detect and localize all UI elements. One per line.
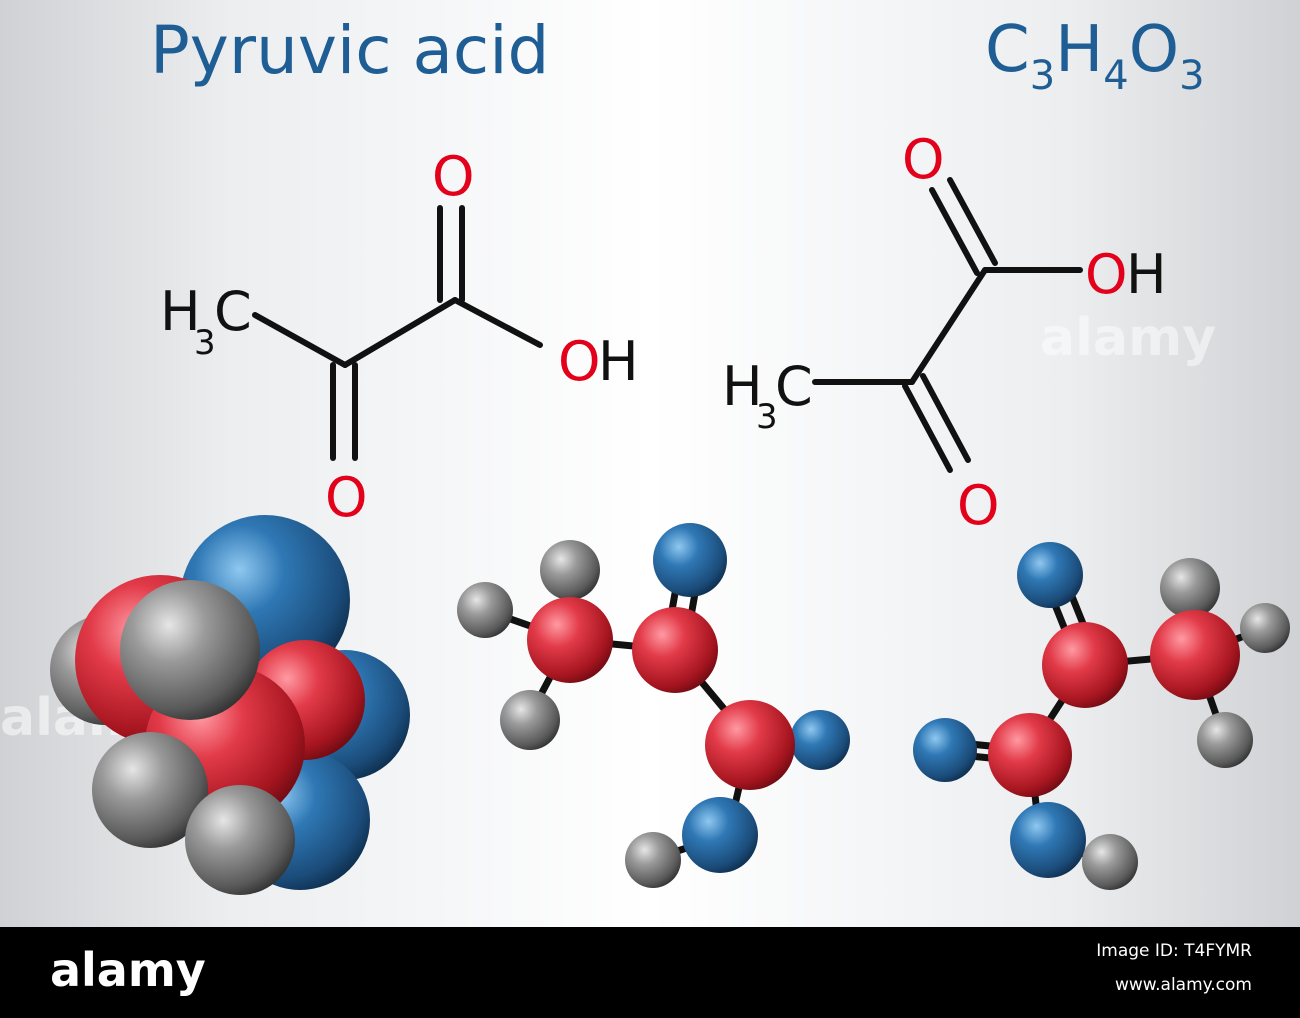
image-id-text: Image ID: T4FYMR: [1096, 941, 1252, 961]
atom-label-methyl-subscript: 3: [756, 397, 778, 437]
atom-label-methyl-c: C: [775, 355, 813, 418]
formula-count-h: 4: [1103, 53, 1129, 99]
sphere-hydrogen: [185, 785, 295, 895]
atom-label-hydroxyl-o: O: [1085, 243, 1128, 306]
stock-footer-bar: alamy Image ID: T4FYMR www.alamy.com: [0, 927, 1300, 1018]
compound-title: Pyruvic acid: [150, 12, 550, 89]
ball-and-stick-model-right: [913, 542, 1290, 890]
atom-label-o-top: O: [902, 128, 945, 191]
bond-ketone-carboxyl: [342, 297, 458, 368]
bond-carboxyl-oh: [452, 297, 543, 348]
skeletal-structure-left: [252, 205, 543, 461]
double-bond-top-a: [929, 187, 980, 276]
site-url-text: www.alamy.com: [1114, 975, 1252, 995]
atom-label-methyl-subscript: 3: [194, 323, 216, 363]
atom-label-hydroxyl-h: H: [598, 330, 639, 393]
skeletal-structure-right: [812, 177, 1083, 473]
double-bond-top-b: [947, 177, 998, 266]
molecular-formula: C3H4O3: [985, 18, 1205, 96]
watermark-right: alamy: [1040, 308, 1216, 368]
atom-label-o-top: O: [432, 145, 475, 208]
double-bond-bottom-b: [920, 373, 971, 463]
formula-count-c: 3: [1029, 53, 1056, 99]
ball-and-stick-model-center: [457, 523, 850, 888]
sphere-hydrogen: [92, 732, 208, 848]
sphere-hydrogen: [120, 580, 260, 720]
bond-methyl-ketone: [252, 312, 348, 368]
atom-label-hydroxyl-h: H: [1126, 243, 1167, 306]
formula-element-c: C: [985, 13, 1030, 87]
double-bond-bottom-a: [902, 383, 953, 473]
atom-label-methyl-h: H: [722, 355, 763, 418]
atom-label-o-bottom: O: [325, 466, 368, 529]
atom-label-methyl-c: C: [214, 280, 252, 343]
atom-label-o-bottom: O: [957, 474, 1000, 537]
bond-ketone-carboxyl: [909, 267, 988, 385]
formula-element-h: H: [1055, 13, 1104, 87]
atom-label-hydroxyl-o: O: [558, 330, 601, 393]
space-filling-model: [50, 515, 410, 895]
formula-count-o: 3: [1179, 53, 1205, 99]
alamy-logo: alamy: [50, 943, 206, 997]
formula-element-o: O: [1128, 13, 1180, 87]
atom-label-methyl-h: H: [160, 280, 201, 343]
